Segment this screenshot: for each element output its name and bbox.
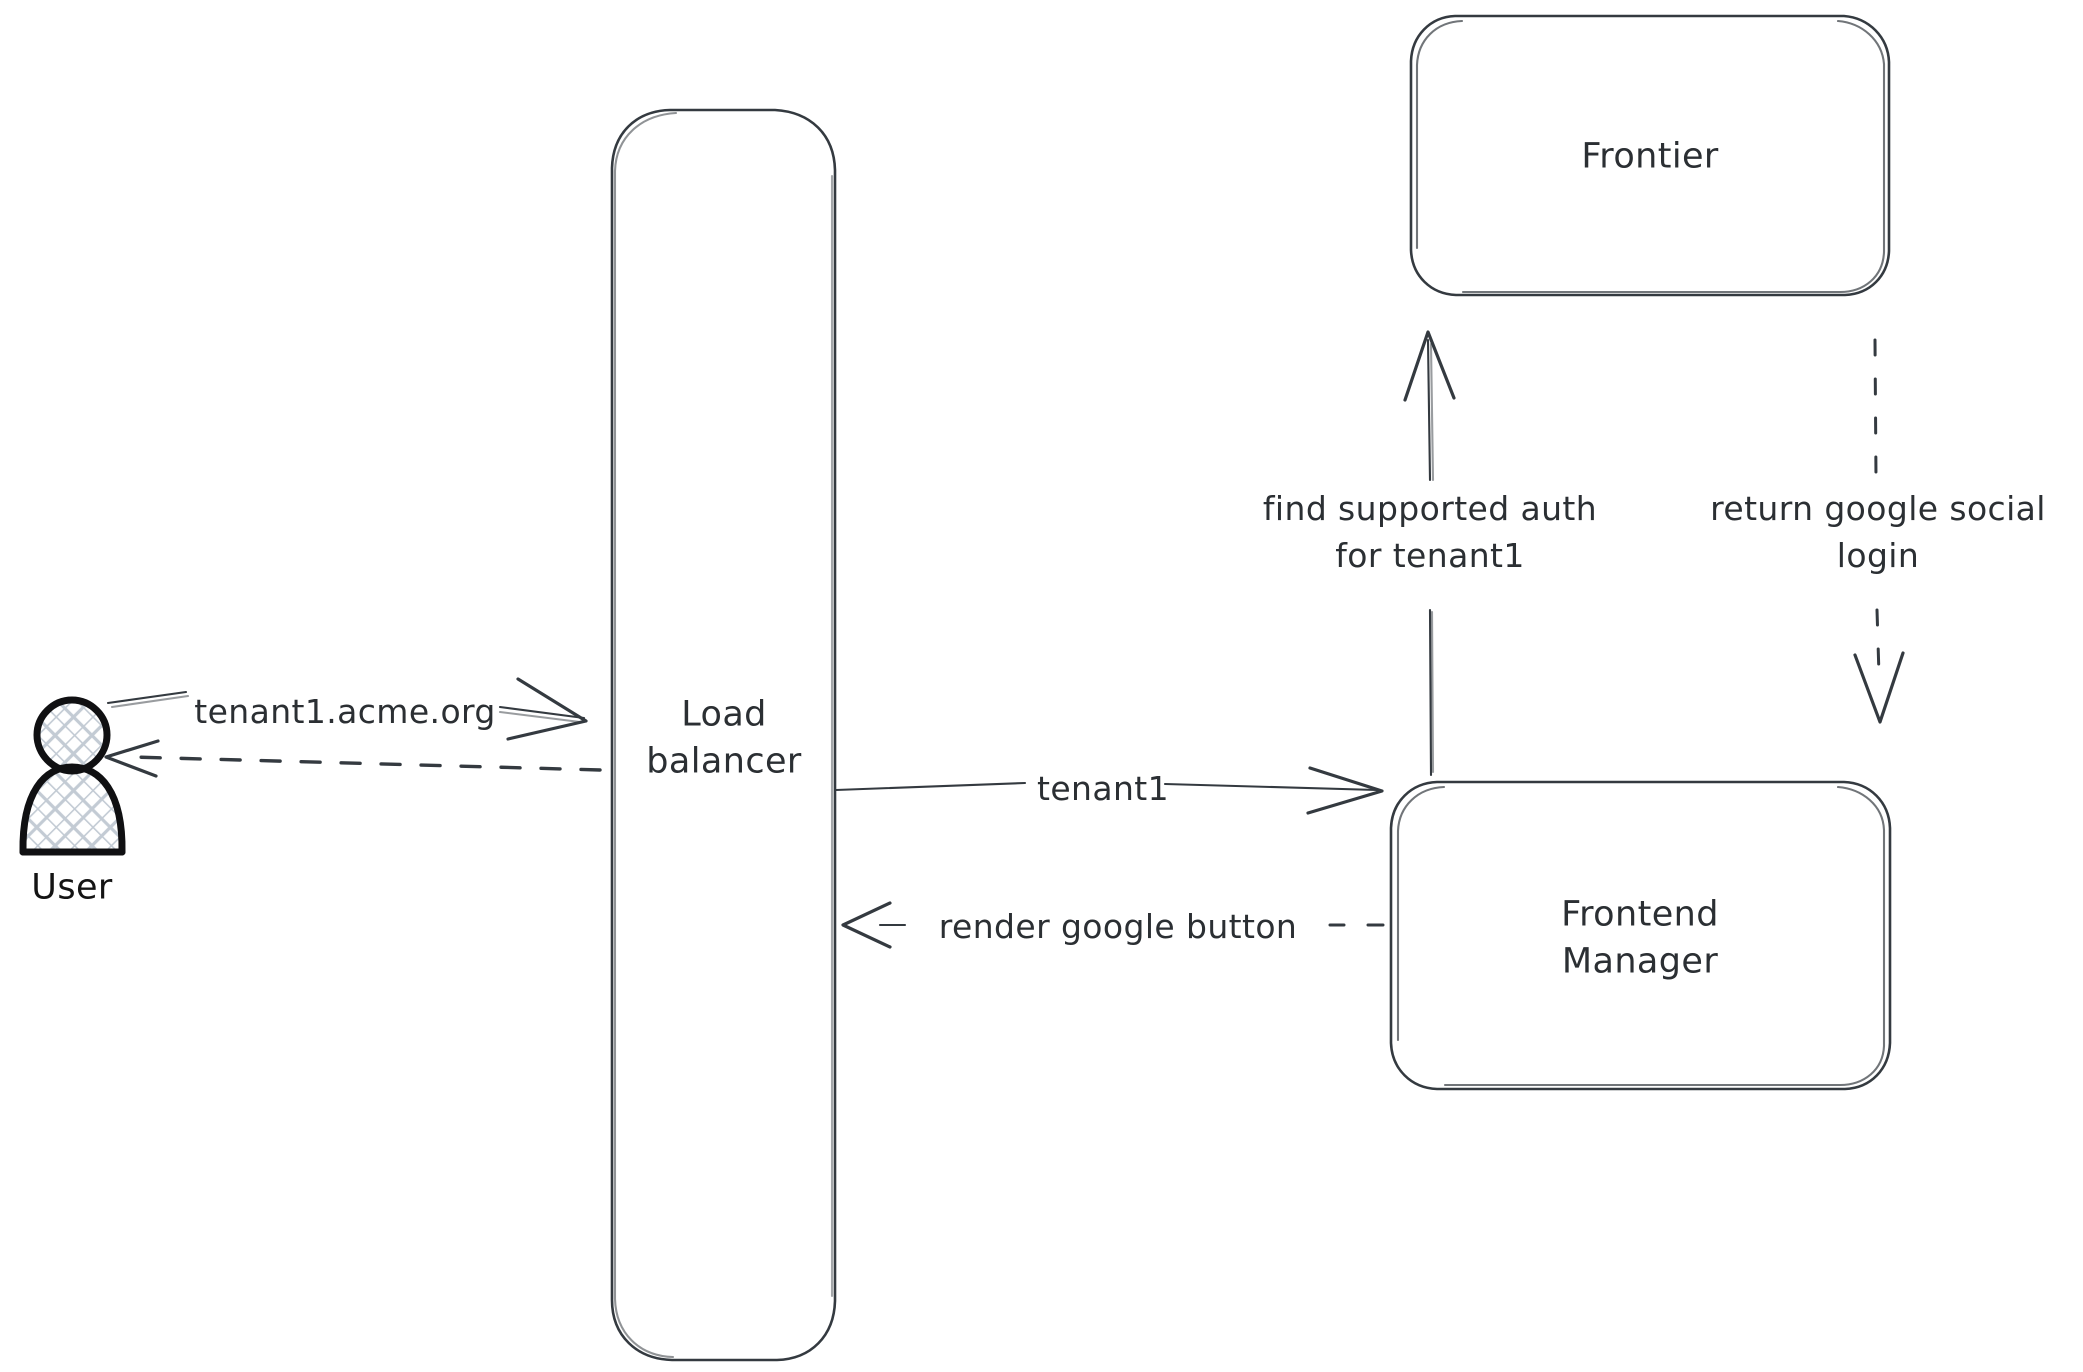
edge-label-frontier-to-frontendmanager-line1: return google social: [1710, 488, 2046, 528]
load-balancer-shape[interactable]: [610, 108, 837, 1362]
frontend-manager-label-line2: Manager: [1561, 941, 1719, 982]
frontier-label: Frontier: [1581, 136, 1719, 177]
edge-label-frontier-to-frontendmanager-line2: login: [1836, 535, 1920, 575]
edge-label-frontendmanager-to-frontier-line2: for tenant1: [1335, 535, 1525, 575]
load-balancer-label-line2: balancer: [646, 741, 802, 782]
frontend-manager-shape[interactable]: [1389, 780, 1892, 1091]
frontier-shape[interactable]: [1409, 14, 1891, 297]
frontend-manager-label-line1: Frontend: [1561, 894, 1719, 935]
edge-label-frontendmanager-to-loadbalancer: render google button: [938, 906, 1298, 946]
edge-label-loadbalancer-to-frontendmanager: tenant1: [1036, 768, 1170, 808]
edge-user-to-loadbalancer: [106, 677, 588, 741]
edge-frontendmanager-to-loadbalancer: [841, 901, 1385, 949]
edge-frontier-to-frontendmanager: [1853, 338, 1905, 724]
load-balancer-label-line1: Load: [681, 694, 767, 735]
edge-label-frontendmanager-to-frontier-line1: find supported auth: [1262, 488, 1598, 528]
user-label: User: [31, 867, 113, 908]
edge-loadbalancer-to-user: [104, 739, 602, 778]
edge-loadbalancer-to-frontendmanager: [834, 766, 1384, 815]
edge-label-user-to-loadbalancer: tenant1.acme.org: [194, 691, 496, 731]
edge-frontendmanager-to-frontier: [1403, 330, 1456, 777]
user-actor-icon: [19, 696, 126, 856]
